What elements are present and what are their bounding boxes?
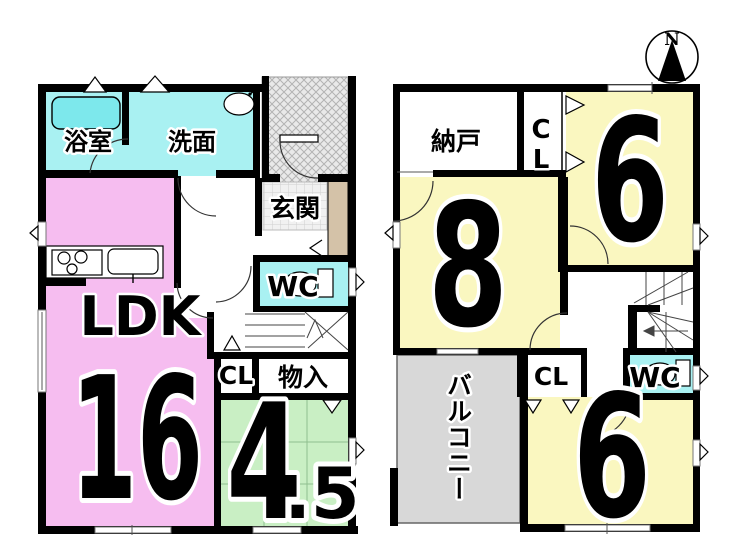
windows-1f — [29, 75, 365, 535]
storage-room-label: 納戸 — [431, 127, 481, 156]
closet-bottom-room — [523, 355, 581, 397]
closet-door-marker — [222, 334, 242, 351]
bathtub-icon — [51, 96, 121, 130]
wc2-label: WC — [629, 361, 680, 394]
doors-2f — [392, 180, 631, 438]
storage1-label: 物入 — [278, 363, 328, 392]
bath-label: 浴室 — [64, 128, 112, 156]
north-label: N — [664, 30, 680, 50]
tatami-grid — [221, 400, 350, 526]
roof-vent-icon — [82, 75, 108, 93]
closet-door-marker — [561, 399, 581, 415]
tatami-size: 4 — [227, 369, 302, 556]
doors-1f — [89, 134, 323, 319]
closet-door-marker — [523, 399, 543, 415]
entrance-label: 玄関 — [270, 194, 320, 223]
closet-top-label: CL — [526, 115, 556, 175]
ldk-label: LDK — [79, 285, 202, 348]
toilet-icon-1f — [283, 268, 334, 298]
ldk-size: 16 — [71, 341, 203, 539]
tatami-size-fraction: .5 — [284, 453, 359, 535]
porch-area — [261, 76, 349, 183]
stairs-2f — [633, 271, 694, 353]
bedroom-bottom-right-room — [528, 397, 693, 524]
entrance-tile — [262, 181, 328, 231]
stairs-1f — [245, 311, 349, 351]
bedroom-bottom-right-size: 6 — [573, 359, 651, 556]
sink-icon — [223, 89, 256, 116]
washroom-label: 洗面 — [168, 128, 216, 156]
closet-door-marker — [565, 95, 586, 115]
closet1-label: CL — [219, 361, 253, 390]
closet-top-room — [524, 92, 558, 170]
bedroom-top-right-room — [566, 92, 693, 265]
toilet-icon-2f — [644, 359, 691, 387]
shoe-cabinet — [327, 180, 349, 262]
balcony-area — [396, 354, 521, 524]
kitchen-counter-icon — [45, 245, 164, 283]
bedroom-top-right-size: 6 — [591, 83, 669, 281]
floor2-plan: 納戸 CL 6 8 バルコニー CL WC 6 — [384, 78, 709, 556]
entrance-step-marker — [308, 239, 323, 257]
storage-room — [400, 92, 517, 170]
stairs-direction-arrow — [642, 325, 655, 337]
north-arrow-icon: N — [645, 30, 699, 84]
closet-bottom-label: CL — [534, 362, 568, 391]
tatami-room — [221, 400, 350, 526]
floor1-plan: 浴室 洗面 玄関 WC CL 物入 LDK 16 4 .5 — [29, 75, 365, 556]
windows-2f — [384, 82, 709, 534]
roof-vent-icon — [139, 75, 171, 93]
closet-door-marker — [565, 150, 586, 174]
bedroom-left-size: 8 — [428, 168, 508, 366]
closet-door-marker — [321, 399, 343, 415]
wc1-label: WC — [267, 270, 318, 303]
ldk-room — [46, 176, 174, 526]
closet-door-marker — [261, 399, 283, 415]
front-door-leaf — [279, 134, 319, 143]
balcony-label: バルコニー — [444, 372, 473, 502]
bedroom-left-room — [400, 177, 560, 350]
